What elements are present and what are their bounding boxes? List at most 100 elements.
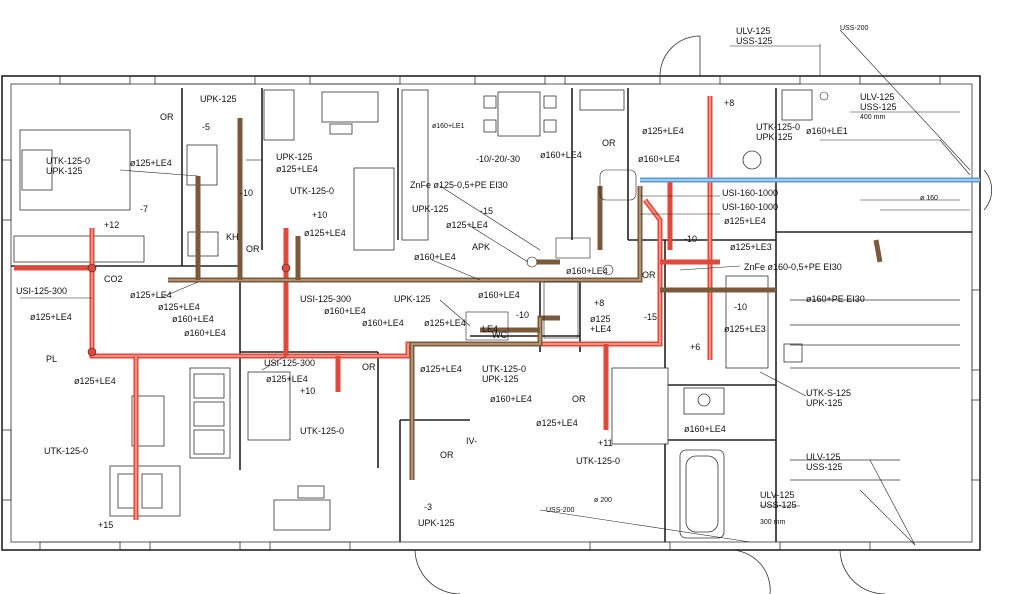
label-minus15-a: -15 (480, 206, 493, 216)
label-upk125-f: UPK-125 (418, 518, 455, 528)
label-upk125-g: UPK-125 (756, 132, 793, 142)
label-znfe-a: ZnFe ø125-0,5+PE EI30 (410, 180, 508, 190)
label-minus7: -7 (140, 204, 148, 214)
label-d125le4-c: ø125+LE4 (304, 228, 346, 238)
label-or-5: OR (440, 450, 454, 460)
label-upk125-a: UPK-125 (46, 166, 83, 176)
label-or-1: OR (160, 112, 174, 122)
label-utk125-0-f: UTK-125-0 (756, 122, 800, 132)
exhaust-ducts (168, 118, 883, 480)
label-upk125-top: UPK-125 (200, 94, 237, 104)
label-d125le4-i: ø125+LE4 (446, 220, 488, 230)
label-400mm: 400 mm (860, 114, 885, 121)
building-walls (1, 35, 993, 594)
label-upk125-c: UPK-125 (412, 204, 449, 214)
label-or-2: OR (246, 244, 260, 254)
duct-labels: USS-200 ULV-125 USS-125 ULV-125 USS-125 … (16, 25, 938, 530)
label-ulv125-c: ULV-125 (760, 490, 794, 500)
label-le4-a: LE4 (482, 324, 498, 334)
label-d200: ø 200 (594, 497, 612, 504)
furniture (13, 89, 960, 539)
label-uss125-top: USS-125 (736, 36, 773, 46)
label-plus8-b: +8 (724, 98, 734, 108)
label-plus10-a: +10 (312, 210, 327, 220)
label-utk125-0-b: UTK-125-0 (290, 186, 334, 196)
label-utk125-0-c: UTK-125-0 (300, 426, 344, 436)
label-d125le4-d: ø125+LE4 (130, 290, 172, 300)
label-d125le4-j: ø125+LE4 (424, 318, 466, 328)
label-minus5: -5 (202, 122, 210, 132)
label-d160-r: ø 160 (920, 195, 938, 202)
label-d125le4-g: ø125+LE4 (74, 376, 116, 386)
label-wc: WC (492, 330, 507, 340)
label-uss125-c: USS-125 (760, 500, 797, 510)
label-plus11: +11 (598, 438, 613, 448)
label-ulv125-r: ULV-125 (860, 92, 894, 102)
label-d125le4-m: ø125+LE4 (642, 126, 684, 136)
label-d160le4-g: ø160+LE4 (566, 266, 608, 276)
label-co2: CO2 (104, 274, 123, 284)
label-d125le4-a: ø125+LE4 (130, 158, 172, 168)
label-upk125-h: UPK-125 (806, 398, 843, 408)
label-d160le1-a: ø160+LE1 (432, 123, 465, 130)
label-d125-a: ø125 (590, 314, 611, 324)
label-d160le4-i: ø160+LE4 (478, 290, 520, 300)
label-d125le4-k: ø125+LE4 (420, 364, 462, 374)
label-d125le4-n: ø125+LE4 (724, 216, 766, 226)
label-minus10-b: -10 (516, 310, 529, 320)
label-usi125-300-a: USI-125-300 (16, 286, 67, 296)
label-d160le4-c: ø160+LE4 (324, 306, 366, 316)
label-d125le3-b: ø125+LE3 (724, 324, 766, 334)
label-plus15: +15 (98, 520, 113, 530)
label-minus3: -3 (424, 502, 432, 512)
terminal-markers (87, 91, 829, 357)
label-d160le4-a: ø160+LE4 (172, 314, 214, 324)
label-d160le4-d: ø160+LE4 (362, 318, 404, 328)
label-d125le4-b: ø125+LE4 (276, 164, 318, 174)
label-300mm: 300 mm (760, 519, 785, 526)
label-minus10-20-30: -10/-20/-30 (476, 154, 520, 164)
label-usi160-1000-a: USI-160-1000 (722, 188, 778, 198)
label-d160le4-e: ø160+LE4 (540, 150, 582, 160)
label-plus10-b: +10 (300, 386, 315, 396)
label-or-6: OR (602, 138, 616, 148)
label-le4-b: +LE4 (590, 324, 611, 334)
label-upk125-e: UPK-125 (482, 374, 519, 384)
label-upk125-d: UPK-125 (394, 294, 431, 304)
label-minus10-a: -10 (240, 188, 253, 198)
label-or-4: OR (572, 394, 586, 404)
label-minus15-b: -15 (644, 312, 657, 322)
label-apk: APK (472, 242, 490, 252)
label-utk125-0-a: UTK-125-0 (46, 156, 90, 166)
label-d160pe: ø160+PE EI30 (806, 294, 865, 304)
label-ulv125-top: ULV-125 (736, 26, 770, 36)
label-usi125-300-c: USI-125-300 (264, 358, 315, 368)
label-utk125-0-d: UTK-125-0 (482, 364, 526, 374)
label-pl: PL (46, 354, 57, 364)
label-d160le4-j: ø160+LE4 (638, 154, 680, 164)
label-or-3: OR (362, 362, 376, 372)
label-plus12: +12 (104, 220, 119, 230)
leader-lines (20, 29, 971, 546)
label-d125le4-l: ø125+LE4 (536, 418, 578, 428)
label-minus10-d: -10 (734, 302, 747, 312)
label-usi125-300-b: USI-125-300 (300, 294, 351, 304)
label-uss125-r: USS-125 (860, 102, 897, 112)
label-d125le3: ø125+LE3 (730, 242, 772, 252)
label-plus6: +6 (690, 342, 700, 352)
label-d125le4-e: ø125+LE4 (158, 302, 200, 312)
label-d160le4-f: ø160+LE4 (414, 252, 456, 262)
label-d160le4-i2: ø160+LE4 (684, 424, 726, 434)
label-d160le4-h: ø160+LE4 (490, 394, 532, 404)
label-uss200-b: USS-200 (546, 507, 575, 514)
label-usi160-1000-b: USI-160-1000 (722, 202, 778, 212)
label-kh: KH (226, 232, 239, 242)
label-upk125-b: UPK-125 (276, 152, 313, 162)
label-d160le4-b: ø160+LE4 (184, 328, 226, 338)
label-utk-s-125: UTK-S-125 (806, 388, 851, 398)
label-minus10-c: -10 (684, 234, 697, 244)
label-utk125-0-g: UTK-125-0 (44, 446, 88, 456)
label-d125le4-f: ø125+LE4 (30, 312, 72, 322)
label-utk125-0-e: UTK-125-0 (576, 456, 620, 466)
